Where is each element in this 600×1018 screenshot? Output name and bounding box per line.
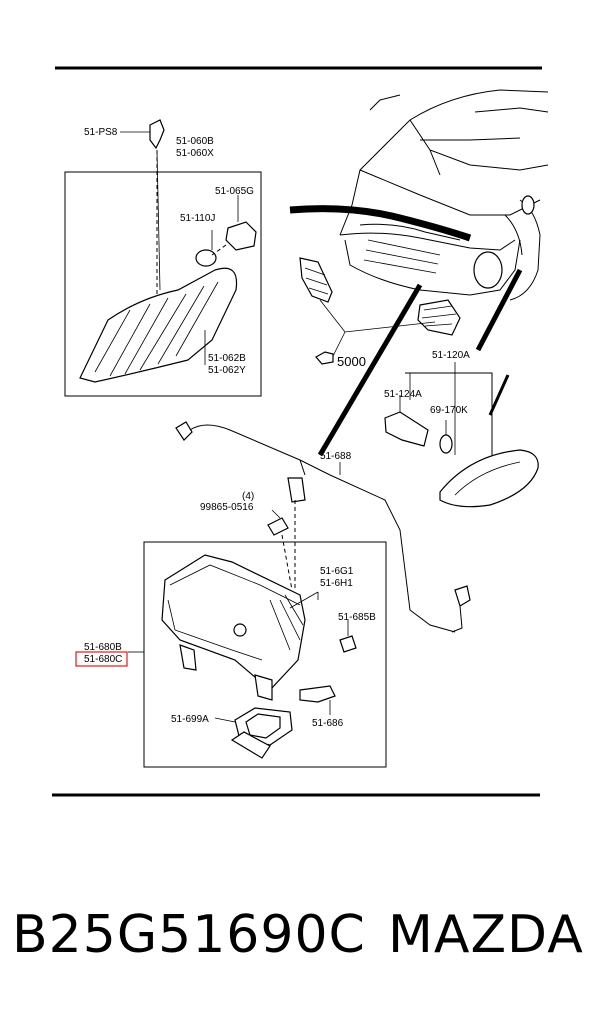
label-51-124a: 51-124A (384, 389, 422, 400)
fog-grille-right (417, 299, 461, 336)
label-51-688: 51-688 (320, 451, 352, 462)
label-51-110j: 51-110J (180, 213, 215, 224)
box-fog-lamp (128, 541, 387, 768)
label-51-685b: 51-685B (338, 612, 376, 623)
label-51-6g1: 51-6G1 (320, 566, 354, 577)
box-side-lamp (384, 362, 539, 508)
highlight-box-51-680c (75, 651, 128, 667)
parts-diagram: 51-PS8 51-060B 51-060X 51-065G 51-110J 5… (52, 66, 549, 797)
part-number: B25G51690C (12, 905, 366, 965)
label-qty-4: (4) (242, 491, 254, 502)
label-51-ps8: 51-PS8 (84, 127, 118, 138)
wire-harness (175, 421, 471, 633)
label-69-170k: 69-170K (430, 405, 468, 416)
label-51-062b: 51-062B (208, 353, 246, 364)
label-51-062y: 51-062Y (208, 365, 246, 376)
label-51-6h1: 51-6H1 (320, 578, 353, 589)
footer: B25G51690C MAZDA (0, 905, 600, 975)
pointer-strokes (289, 205, 523, 457)
label-51-060b: 51-060B (176, 136, 214, 147)
label-99865-0516: 99865-0516 (200, 502, 254, 513)
label-51-680c: 51-680C (84, 654, 122, 665)
box-turn-lamp (64, 119, 262, 397)
bolt (267, 509, 293, 591)
label-51-680b: 51-680B (84, 642, 122, 653)
vehicle-front-illustration (339, 89, 549, 301)
brand-name: MAZDA (388, 905, 584, 965)
leader-5000 (319, 299, 436, 357)
label-51-699a: 51-699A (171, 714, 209, 725)
hand-pointer-icon (315, 351, 334, 365)
label-51-686: 51-686 (312, 718, 344, 729)
label-5000: 5000 (337, 354, 366, 369)
label-51-065g: 51-065G (215, 186, 254, 197)
label-51-120a: 51-120A (432, 350, 470, 361)
label-51-060x: 51-060X (176, 148, 214, 159)
fog-grille-left (299, 257, 333, 303)
